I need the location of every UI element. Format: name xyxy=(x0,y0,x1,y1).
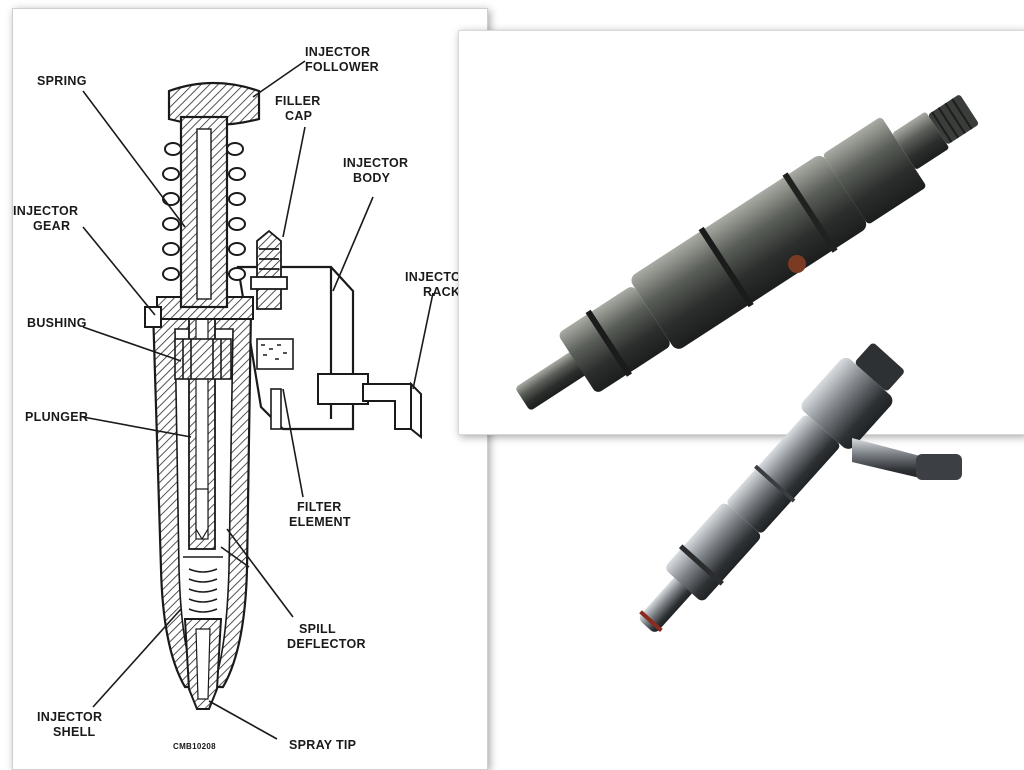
svg-text:BODY: BODY xyxy=(353,171,391,185)
filter-element xyxy=(256,338,294,430)
label-filter-element: FILTER ELEMENT xyxy=(289,500,351,529)
valve-spring xyxy=(188,568,218,613)
label-injector-shell: INJECTOR SHELL xyxy=(37,710,102,739)
svg-text:ELEMENT: ELEMENT xyxy=(289,515,351,529)
common-rail-injector-photo xyxy=(560,330,1024,650)
mechanical-injector-photo xyxy=(458,30,1024,435)
svg-text:DEFLECTOR: DEFLECTOR xyxy=(287,637,366,651)
label-spill-deflector: SPILL DEFLECTOR xyxy=(287,622,366,651)
injector-cutaway-diagram: INJECTOR FOLLOWER SPRING FILLER CAP INJE… xyxy=(12,8,488,770)
common-rail-injector-svg xyxy=(639,343,962,632)
svg-text:SHELL: SHELL xyxy=(53,725,96,739)
spray-tip xyxy=(183,618,223,710)
svg-text:SPILL: SPILL xyxy=(299,622,336,636)
label-spray-tip: SPRAY TIP xyxy=(289,738,356,752)
svg-text:FILLER: FILLER xyxy=(275,94,321,108)
svg-text:GEAR: GEAR xyxy=(33,219,70,233)
label-plunger: PLUNGER xyxy=(25,410,88,424)
follower-spring xyxy=(162,142,246,281)
leader-lines xyxy=(82,60,434,740)
common-rail-injector xyxy=(639,343,904,632)
svg-text:FOLLOWER: FOLLOWER xyxy=(305,60,379,74)
label-filler-cap: FILLER CAP xyxy=(275,94,321,123)
label-spring: SPRING xyxy=(37,74,87,88)
injector-follower xyxy=(167,81,261,309)
label-injector-follower: INJECTOR FOLLOWER xyxy=(305,45,379,74)
spill-deflector xyxy=(183,546,250,568)
label-injector-gear: INJECTOR GEAR xyxy=(13,204,78,233)
label-injector-body: INJECTOR BODY xyxy=(343,156,408,185)
svg-text:CAP: CAP xyxy=(285,109,312,123)
mechanical-injector-svg xyxy=(459,31,1024,434)
diagram-svg: INJECTOR FOLLOWER SPRING FILLER CAP INJE… xyxy=(13,45,470,752)
svg-text:INJECTOR: INJECTOR xyxy=(13,204,78,218)
return-port xyxy=(788,255,806,273)
svg-text:INJECTOR: INJECTOR xyxy=(37,710,102,724)
fuel-inlet xyxy=(852,438,962,480)
bushing xyxy=(174,338,232,380)
injector-rack xyxy=(317,373,422,440)
svg-text:INJECTOR: INJECTOR xyxy=(305,45,370,59)
filler-cap xyxy=(250,229,288,310)
mechanical-injector xyxy=(516,95,979,410)
label-bushing: BUSHING xyxy=(27,316,87,330)
svg-text:INJECTOR: INJECTOR xyxy=(343,156,408,170)
svg-text:RACK: RACK xyxy=(423,285,460,299)
svg-text:INJECTOR: INJECTOR xyxy=(405,270,470,284)
figure-code: CMB10208 xyxy=(173,742,216,751)
label-injector-rack: INJECTOR RACK xyxy=(405,270,470,299)
svg-text:FILTER: FILTER xyxy=(297,500,342,514)
